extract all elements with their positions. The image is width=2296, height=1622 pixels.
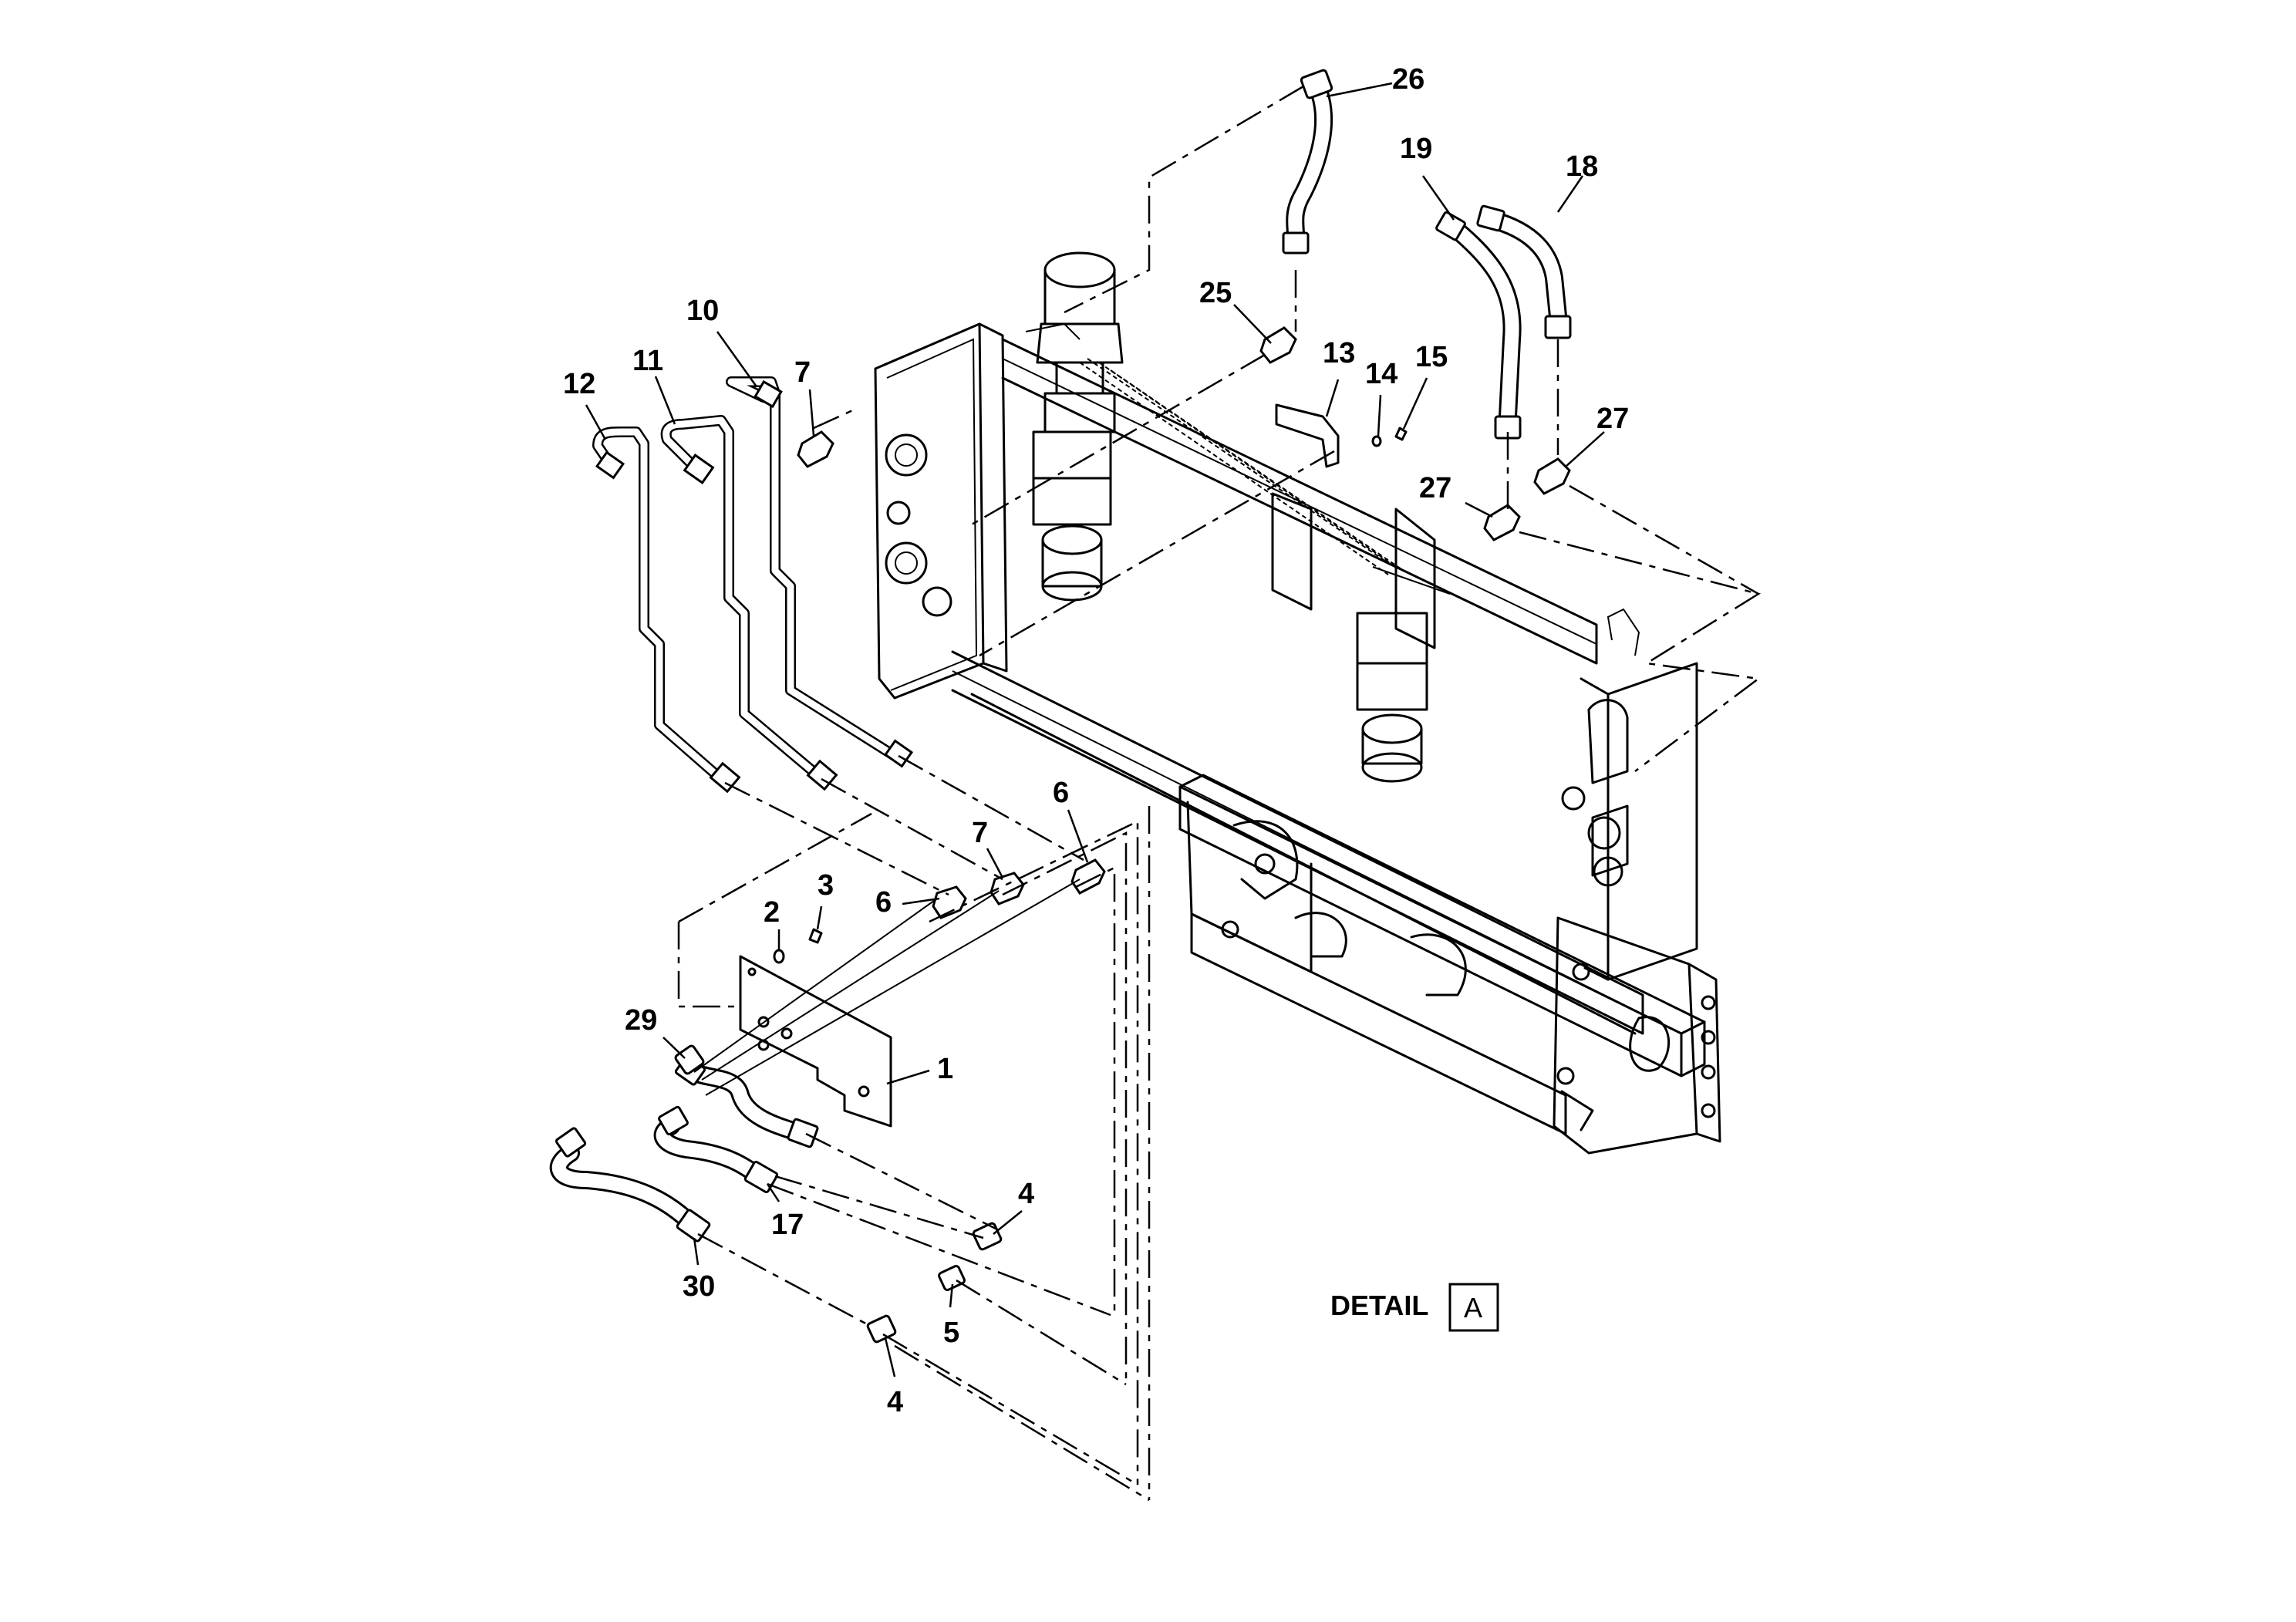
callout-7-lower: 7 (972, 817, 988, 849)
callout-5: 5 (943, 1317, 959, 1349)
hydraulic-tubes (592, 376, 914, 794)
callout-4-lower: 4 (887, 1386, 903, 1418)
callout-12: 12 (563, 368, 595, 400)
callout-6-left: 6 (875, 886, 892, 919)
callout-labels: 26 19 18 25 13 14 15 27 27 10 11 12 7 6 … (563, 63, 1629, 1418)
callout-30: 30 (683, 1270, 715, 1303)
detail-letter: A (1464, 1292, 1482, 1324)
lift-cylinders (1025, 251, 1451, 783)
detail-text: DETAIL (1330, 1290, 1428, 1321)
callout-18: 18 (1566, 150, 1598, 183)
hoses-upper (1282, 69, 1572, 440)
callout-26: 26 (1392, 63, 1424, 96)
hoses-lower (549, 1055, 819, 1243)
detail-letter-box (1448, 1283, 1499, 1332)
callout-19: 19 (1400, 133, 1432, 165)
callout-27-left: 27 (1419, 472, 1451, 504)
callout-4-upper: 4 (1018, 1178, 1034, 1210)
carriage-frame (874, 322, 1721, 1155)
callout-1: 1 (937, 1053, 953, 1085)
callout-13: 13 (1323, 337, 1355, 369)
callout-2: 2 (764, 896, 780, 929)
callout-6-right: 6 (1053, 777, 1069, 809)
callout-29: 29 (625, 1004, 657, 1037)
callout-leaders (585, 82, 1605, 1378)
callout-27-right: 27 (1596, 403, 1629, 435)
assembly-phantom-lines (677, 85, 1762, 1502)
callout-7-top: 7 (794, 356, 811, 389)
callout-11: 11 (632, 345, 663, 377)
callout-15: 15 (1415, 341, 1448, 373)
callout-17: 17 (771, 1209, 804, 1241)
mounting-bracket (739, 955, 892, 1128)
detail-label: DETAIL A (1330, 1283, 1499, 1332)
callout-3: 3 (818, 869, 834, 902)
callout-10: 10 (686, 295, 719, 327)
callout-14: 14 (1365, 358, 1397, 390)
callout-25: 25 (1199, 277, 1232, 309)
